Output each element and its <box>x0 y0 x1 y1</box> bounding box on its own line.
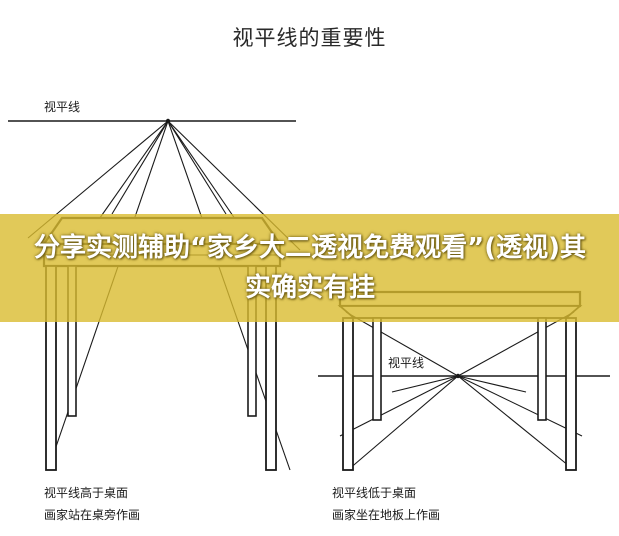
promo-banner <box>0 214 619 322</box>
left-horizon-label: 视平线 <box>44 100 81 114</box>
right-table-leg <box>537 317 547 421</box>
right-caption-line1: 视平线低于桌面 <box>332 486 417 500</box>
right-caption-line2: 画家坐在地板上作画 <box>332 508 441 522</box>
left-caption-line1: 视平线高于桌面 <box>44 486 129 500</box>
left-caption-line2: 画家站在桌旁作画 <box>44 508 141 522</box>
right-table-leg <box>372 317 382 421</box>
right-table-leg <box>342 317 354 471</box>
promo-banner-text[interactable]: 分享实测辅助“家乡大二透视免费观看”(透视)其实确实有挂 <box>34 233 586 303</box>
right-horizon-label: 视平线 <box>388 356 425 370</box>
right-table-leg <box>565 317 577 471</box>
page-title: 视平线的重要性 <box>232 26 387 50</box>
